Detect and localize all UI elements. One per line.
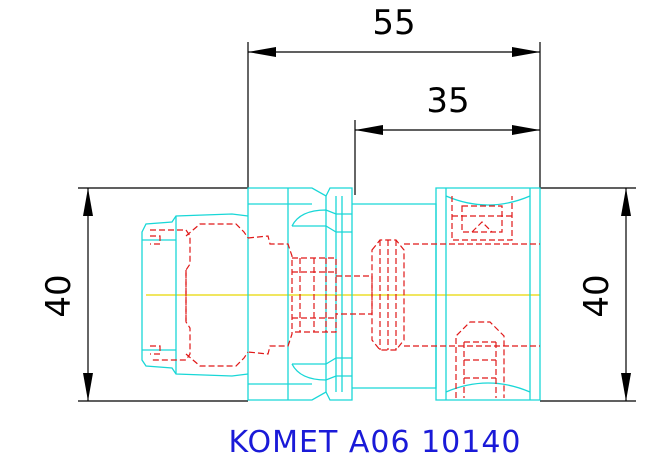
dimension-55: 55	[247, 3, 541, 188]
dimension-40-left: 40	[39, 187, 248, 402]
dimension-35-label: 35	[426, 81, 469, 121]
part-caption: KOMET A06 10140	[228, 425, 521, 460]
dimension-55-label: 55	[372, 3, 415, 43]
hidden-lines	[150, 196, 540, 398]
dimension-40-right: 40	[540, 187, 636, 402]
dimension-40-left-label: 40	[39, 274, 79, 317]
tool-outline	[141, 187, 541, 401]
dimension-40-right-label: 40	[577, 274, 617, 317]
dimension-35: 35	[354, 81, 540, 195]
